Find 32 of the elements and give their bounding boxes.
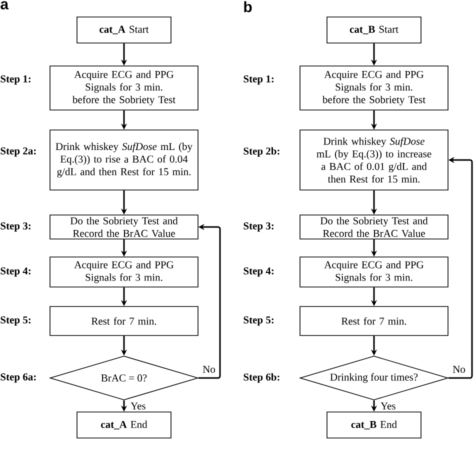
step-label: Step 3:	[244, 222, 274, 232]
process-box: Acquire ECG and PPG Signals for 3 min. before the Sobriety Test	[300, 66, 448, 110]
step-label: Step 4:	[244, 267, 274, 277]
process-box: Acquire ECG and PPG Signals for 3 min. before the Sobriety Test	[50, 66, 198, 110]
step-label: Step 5:	[244, 316, 274, 326]
terminal-box: cat_B End	[326, 412, 422, 438]
process-box: Acquire ECG and PPG Signals for 3 min.	[50, 256, 198, 288]
process-box: Drink whiskey SufDose mL (by Eq.(3)) to rise a BAC of 0.04 g/dL and then Rest for 15 min.	[50, 130, 198, 190]
edge-label: Yes	[380, 402, 396, 410]
panel-letter: a	[0, 1, 9, 10]
process-box: Do the Sobriety Test and Record the BrAC Value	[50, 214, 198, 240]
process-box: Rest for 7 min.	[300, 306, 448, 336]
process-box: Drink whiskey SufDose mL (by Eq.(3)) to increase a BAC of 0.01 g/dL and then Rest for 15 min.	[300, 130, 448, 190]
step-label: Step 1:	[0, 75, 30, 85]
step-label: Step 6b:	[244, 373, 280, 383]
terminal-box: cat_A End	[76, 412, 172, 438]
step-label: Step 1:	[244, 75, 274, 85]
step-label: Step 6a:	[0, 373, 36, 383]
edge-label: No	[202, 366, 216, 373]
terminal-box: cat_B Start	[326, 16, 422, 44]
step-label: Step 3:	[0, 222, 30, 232]
terminal-box: cat_A Start	[76, 16, 172, 44]
edge-label: No	[452, 366, 466, 373]
edge-label: Yes	[130, 402, 146, 410]
process-box: Do the Sobriety Test and Record the BrAC Value	[300, 214, 448, 240]
step-label: Step 5:	[0, 316, 30, 326]
step-label: Step 4:	[0, 267, 30, 277]
step-label: Step 2a:	[0, 147, 36, 157]
process-box: Rest for 7 min.	[50, 306, 198, 336]
process-box: Acquire ECG and PPG Signals for 3 min.	[300, 256, 448, 288]
panel-letter: b	[244, 1, 252, 12]
step-label: Step 2b:	[244, 147, 280, 157]
